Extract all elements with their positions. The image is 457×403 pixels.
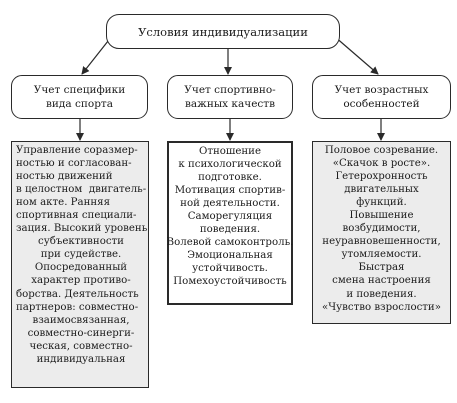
sport-qualities-detail-line: подготовке. (198, 172, 262, 184)
sport-specifics-line-1: Учет специфики (33, 84, 126, 96)
age-features-detail-line: функций. (356, 197, 407, 209)
sport-qualities-detail-line: Эмоциональная (187, 250, 273, 262)
age-features-detail-line: смена настроения (332, 275, 431, 287)
sport-specifics-detail-line: ческая, совместно- (29, 340, 133, 352)
sport-specifics-detail-line: субъективности (38, 236, 124, 248)
sport-qualities-detail-line: устойчивость. (192, 263, 268, 275)
sport-qualities-detail-line: Отношение (198, 146, 262, 157)
sport-specifics-detail-line: при судействе. (40, 249, 122, 261)
sport-specifics-detail-line: взаимосвязанная, (32, 314, 130, 326)
sport-qualities-box: Учет спортивно- важных качеств (167, 75, 293, 119)
sport-qualities-detail-line: Саморегуляция (187, 211, 273, 223)
sport-specifics-detail-line: ном акте. Ранняя (16, 197, 111, 209)
age-features-detail-line: двигательных (344, 184, 419, 196)
sport-specifics-detail-line: спортивная специали- (16, 210, 137, 222)
sport-specifics-details-box: Управление соразмер- ностью и согласован… (11, 141, 149, 388)
sport-specifics-detail-line: зация. Высокий уровень (16, 223, 148, 235)
sport-specifics-detail-line: ностью движений (16, 171, 113, 183)
sport-specifics-detail-line: партнеров: совместно- (16, 301, 139, 313)
sport-specifics-detail-line: совместно-синерги- (27, 327, 135, 339)
sport-qualities-detail-line: ной деятельности. (180, 198, 280, 210)
individualization-conditions-title: Условия индивидуализации (138, 24, 308, 39)
age-features-box: Учет возрастных особенностей (312, 75, 451, 119)
sport-qualities-detail-line: к психологической (178, 159, 282, 171)
sport-qualities-detail-line: поведения. (199, 224, 261, 236)
individualization-conditions-box: Условия индивидуализации (106, 14, 340, 49)
sport-specifics-detail-line: Опосредованный (34, 262, 128, 274)
sport-specifics-detail-line: ностью и согласован- (16, 158, 132, 170)
sport-qualities-detail-line: Волевой самоконтроль. (166, 237, 294, 249)
arrow-top-to-age-features (333, 35, 379, 75)
sport-qualities-detail-line: Мотивация спортив- (174, 185, 286, 197)
age-features-line-1: Учет возрастных (334, 84, 429, 96)
sport-specifics-detail-line: характер противо- (31, 275, 131, 287)
sport-qualities-details-box: Отношение к психологической подготовке. … (167, 141, 293, 305)
age-features-detail-line: «Скачок в росте». (332, 158, 431, 170)
sport-qualities-line-2: важных качеств (184, 98, 276, 110)
age-features-detail-line: неуравновешенности, (322, 236, 441, 248)
sport-specifics-box: Учет специфики вида спорта (11, 75, 148, 119)
age-features-line-2: особенностей (343, 98, 420, 110)
age-features-detail-line: Быстрая (358, 262, 405, 274)
sport-qualities-line-1: Учет спортивно- (184, 84, 276, 96)
sport-specifics-detail-line: Управление соразмер- (16, 145, 138, 156)
sport-specifics-detail-line: индивидуальная (36, 353, 126, 365)
age-features-detail-line: Повышение (349, 210, 414, 222)
age-features-detail-line: утомляемости. (341, 249, 422, 261)
age-features-details-box: Половое созревание. «Скачок в росте». Ге… (312, 141, 451, 324)
sport-specifics-detail-line: в целостном двигатель- (16, 184, 147, 196)
sport-specifics-line-2: вида спорта (46, 98, 113, 110)
age-features-detail-line: Гетерохронность (335, 171, 428, 183)
sport-qualities-detail-line: Помехоустойчивость (173, 276, 287, 288)
sport-specifics-detail-line: борства. Деятельность (16, 288, 139, 300)
age-features-detail-line: и поведения. (346, 288, 417, 300)
age-features-detail-line: «Чувство взрослости» (322, 301, 441, 313)
age-features-detail-line: Половое созревание. (324, 145, 439, 156)
age-features-detail-line: возбудимости, (342, 223, 421, 235)
